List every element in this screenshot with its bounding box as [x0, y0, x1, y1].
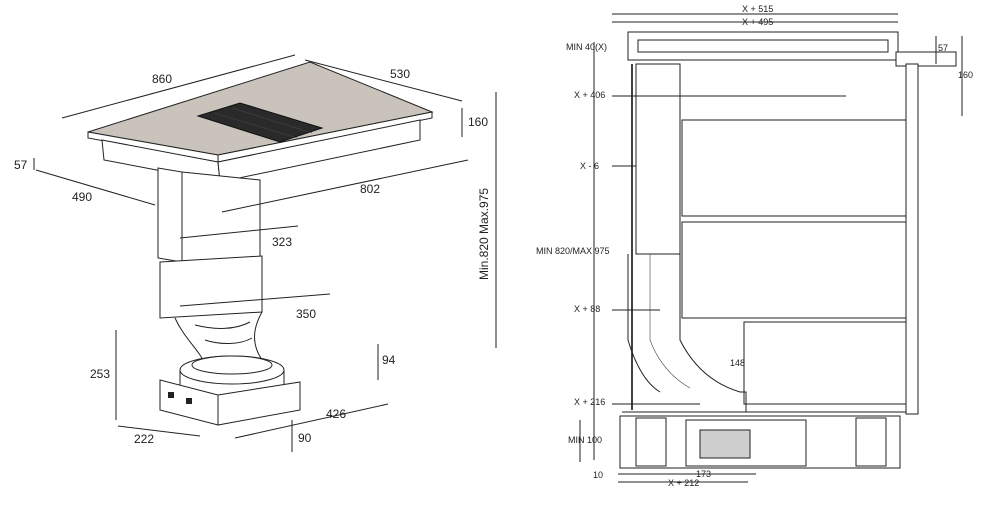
dim-530: 530 — [390, 67, 410, 81]
dim-90: 90 — [298, 431, 312, 445]
dim-min40: MIN 40(X) — [566, 42, 607, 52]
dim-57r: 57 — [938, 43, 948, 53]
hob-side-edge — [217, 111, 433, 163]
dim-490: 490 — [72, 190, 92, 204]
drawer-1 — [681, 119, 907, 217]
dim-10: 10 — [593, 470, 603, 480]
vent-grille — [196, 102, 324, 143]
dim-x495: X + 495 — [742, 17, 773, 27]
dim-160: 160 — [468, 115, 488, 129]
dim-253: 253 — [90, 367, 110, 381]
isometric-view: 860 530 160 57 490 802 323 350 253 94 42… — [14, 54, 497, 452]
dim-minmax: MIN 820/MAX 975 — [536, 246, 610, 256]
dim-x212: X + 212 — [668, 478, 699, 488]
dim-222: 222 — [134, 432, 154, 446]
dim-xm6: X - 6 — [580, 161, 599, 171]
dim-min100: MIN 100 — [568, 435, 602, 445]
dim-57: 57 — [14, 158, 28, 172]
flexible-duct — [174, 311, 263, 366]
duct — [635, 63, 681, 255]
drawer-3 — [743, 321, 907, 405]
dim-860: 860 — [152, 72, 172, 86]
dim-94: 94 — [382, 353, 396, 367]
vertical-duct — [157, 167, 183, 263]
dim-height-range: Min.820 Max.975 — [477, 188, 491, 280]
dim-160r: 160 — [958, 70, 973, 80]
drawer-2 — [681, 221, 907, 319]
dim-x216: X + 216 — [574, 397, 605, 407]
dim-x88: X + 88 — [574, 304, 600, 314]
dim-148: 148 — [730, 358, 745, 368]
dim-323: 323 — [272, 235, 292, 249]
dim-426: 426 — [326, 407, 346, 421]
section-view: X + 515 X + 495 MIN 40(X) 57 160 X + 406… — [536, 4, 973, 488]
dim-173: 173 — [696, 469, 711, 479]
dim-802: 802 — [360, 182, 380, 196]
dim-350: 350 — [296, 307, 316, 321]
dim-x515: X + 515 — [742, 4, 773, 14]
dim-x406: X + 406 — [574, 90, 605, 100]
